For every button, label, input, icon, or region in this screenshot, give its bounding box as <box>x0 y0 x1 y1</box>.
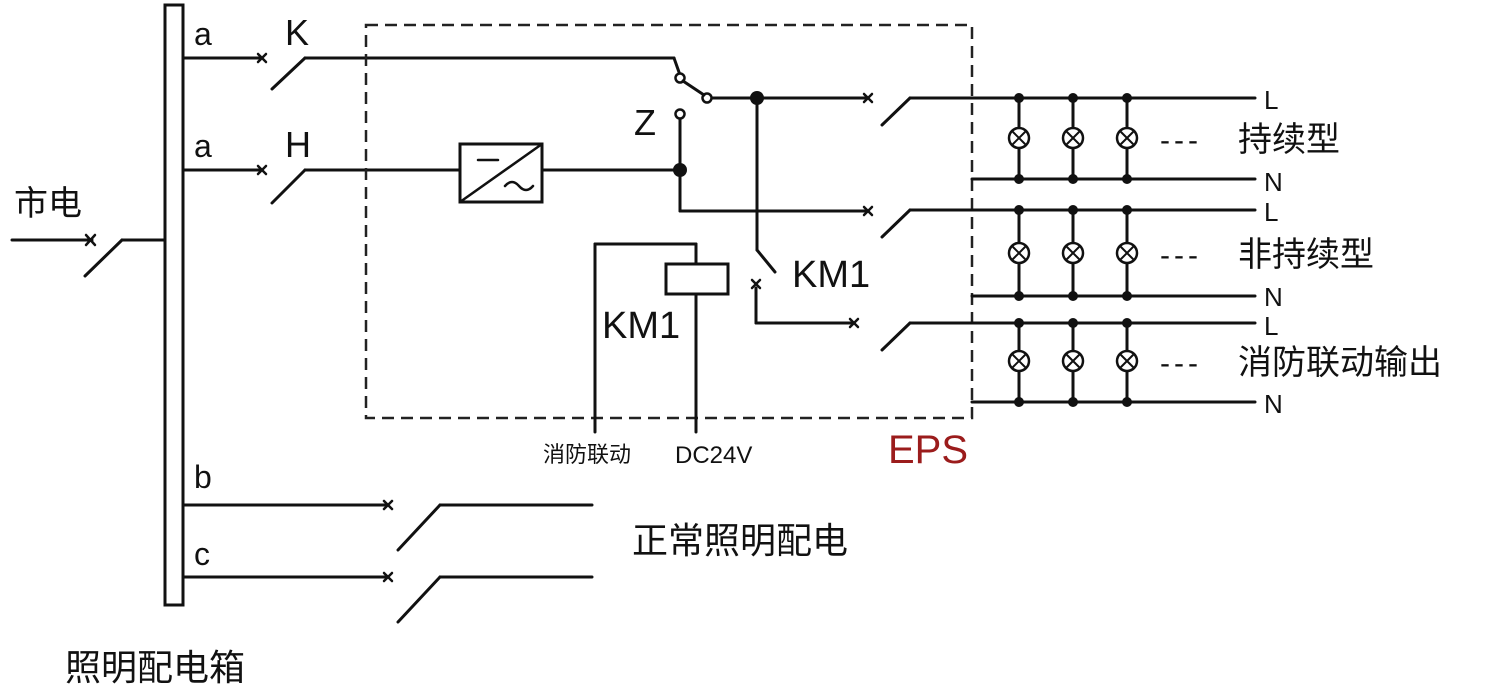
utility-power-label: 市电 <box>14 184 82 224</box>
junction-dot <box>1122 397 1132 407</box>
km1-coil-label: KM1 <box>602 305 680 347</box>
km1-contact <box>750 96 854 325</box>
junction-dot <box>1122 93 1132 103</box>
junction-dot <box>1068 318 1078 328</box>
distribution-box-label: 照明配电箱 <box>65 648 245 689</box>
junction-dot <box>1122 205 1132 215</box>
lamp-icon <box>1007 318 1031 407</box>
l-label-2: L <box>1264 197 1278 227</box>
junction-dot <box>1122 174 1132 184</box>
fire-output-label: 消防联动输出 <box>1238 343 1442 383</box>
non-maintained-dashes: --- <box>1160 239 1202 272</box>
non-maintained-label: 非持续型 <box>1238 235 1374 275</box>
branch-b-label: b <box>194 459 212 495</box>
lamp-icon <box>1007 205 1031 301</box>
switch-h-label: H <box>285 124 311 165</box>
junction-dot <box>1014 318 1024 328</box>
junction-dot <box>1122 291 1132 301</box>
branch-a-label-2: a <box>194 128 212 164</box>
dc24v-label: DC24V <box>675 442 752 469</box>
utility-feed <box>10 233 167 278</box>
junction-dot <box>1068 205 1078 215</box>
junction-dot <box>1068 397 1078 407</box>
junction-dot <box>1068 174 1078 184</box>
junction-dot <box>1068 291 1078 301</box>
lamp-icon <box>1061 205 1085 301</box>
junction-dot <box>1122 318 1132 328</box>
km1-coil <box>593 242 730 434</box>
fire-linkage-input-label: 消防联动 <box>543 443 631 468</box>
junction-dot <box>1014 291 1024 301</box>
maintained-label: 持续型 <box>1238 120 1340 160</box>
lamp-icon <box>1115 318 1139 407</box>
branch-b <box>181 499 594 552</box>
lamps <box>1007 93 1139 407</box>
fire-output-dashes: --- <box>1160 347 1202 380</box>
normal-lighting-label: 正常照明配电 <box>632 521 848 562</box>
n-label-3: N <box>1264 389 1283 419</box>
changeover-switch-z <box>673 72 870 177</box>
junction-dot <box>1014 397 1024 407</box>
km1-contact-label: KM1 <box>792 254 870 296</box>
eps-enclosure <box>364 23 974 420</box>
busbar <box>163 3 185 607</box>
eps-label: EPS <box>888 428 968 472</box>
junction-dot <box>1014 93 1024 103</box>
lamp-icon <box>1061 318 1085 407</box>
n-label-1: N <box>1264 167 1283 197</box>
lamp-icon <box>1115 205 1139 301</box>
lamp-icon <box>1061 93 1085 184</box>
l-label-3: L <box>1264 311 1278 341</box>
inverter-icon <box>458 142 544 204</box>
lamp-icon <box>1115 93 1139 184</box>
output-breakers <box>848 92 912 352</box>
junction-dot <box>1068 93 1078 103</box>
switch-z-label: Z <box>634 102 656 143</box>
branch-c-label: c <box>194 536 210 572</box>
maintained-dashes: --- <box>1160 124 1202 157</box>
n-label-2: N <box>1264 282 1283 312</box>
junction-dot <box>1014 174 1024 184</box>
branch-a-h <box>181 164 462 205</box>
branch-a-label-1: a <box>194 16 212 52</box>
lamp-icon <box>1007 93 1031 184</box>
switch-k-label: K <box>285 12 309 53</box>
branch-c <box>181 571 594 624</box>
junction-dot <box>1014 205 1024 215</box>
branch-a-k <box>181 52 682 91</box>
l-label-1: L <box>1264 85 1278 115</box>
